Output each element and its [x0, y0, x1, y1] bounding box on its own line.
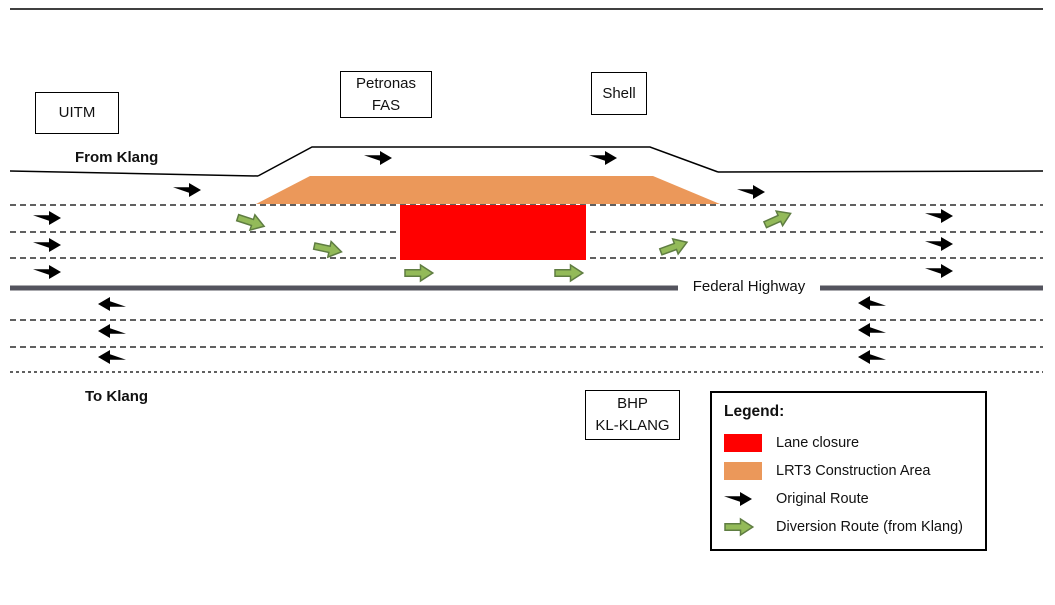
original-route-arrow-icon — [33, 211, 61, 225]
original-route-arrow-icon — [925, 209, 953, 223]
diversion-route-arrow-icon — [761, 205, 795, 233]
lane-closure-swatch — [724, 433, 766, 453]
legend-item-original-route: Original Route — [724, 485, 973, 513]
legend-item-label: Original Route — [776, 491, 869, 507]
black-right-arrow-icon — [724, 491, 766, 507]
road-edge-left — [9, 170, 259, 177]
original-route-arrow-icon — [33, 265, 61, 279]
bypass-road-line — [257, 146, 719, 177]
legend-item-label: Lane closure — [776, 435, 860, 451]
diversion-route-arrow-icon — [657, 234, 691, 261]
petronas-label-line2: FAS — [371, 96, 401, 114]
uitm-box: UITM — [35, 92, 119, 134]
original-route-arrow-icon — [98, 350, 126, 364]
road-edge-right — [717, 170, 1044, 173]
bhp-box: BHP KL-KLANG — [585, 390, 680, 440]
legend-item-construction-area: LRT3 Construction Area — [724, 457, 973, 485]
construction-area-swatch — [724, 461, 766, 481]
petronas-label-line1: Petronas — [355, 74, 417, 92]
green-right-arrow-icon — [724, 517, 766, 538]
original-route-arrow-icon — [98, 297, 126, 311]
shell-label: Shell — [602, 84, 636, 102]
diversion-route-arrow-icon — [311, 237, 344, 261]
uitm-label: UITM — [58, 104, 96, 122]
original-route-arrow-icon — [364, 151, 392, 165]
legend-item-diversion-route: Diversion Route (from Klang) — [724, 513, 973, 541]
legend-title: Legend: — [724, 403, 785, 420]
legend-item-label: Diversion Route (from Klang) — [776, 519, 963, 535]
original-route-arrow-icon — [33, 238, 61, 252]
original-route-arrow-icon — [737, 185, 765, 199]
from-klang-label: From Klang — [75, 149, 159, 166]
original-route-arrow-icon — [925, 264, 953, 278]
legend-item-label: LRT3 Construction Area — [776, 463, 931, 479]
diversion-route-arrow-icon — [554, 264, 584, 282]
original-route-arrow-icon — [858, 350, 886, 364]
lane-closure-area — [400, 205, 586, 260]
original-route-arrow-icon — [173, 183, 201, 197]
federal-highway-label: Federal Highway — [678, 276, 820, 298]
diversion-route-arrow-icon — [404, 264, 434, 282]
petronas-box: Petronas FAS — [340, 71, 432, 118]
legend-item-lane-closure: Lane closure — [724, 429, 973, 457]
original-route-arrow-icon — [589, 151, 617, 165]
lrt3-construction-area — [256, 176, 720, 204]
original-route-arrow-icon — [98, 324, 126, 338]
shell-box: Shell — [591, 72, 647, 115]
bhp-label-line2: KL-KLANG — [595, 417, 670, 434]
to-klang-label: To Klang — [85, 388, 149, 405]
diversion-route-arrow-icon — [234, 209, 268, 235]
bhp-label-line1: BHP — [617, 395, 648, 413]
original-route-arrow-icon — [925, 237, 953, 251]
original-route-arrow-icon — [858, 323, 886, 337]
original-route-arrow-icon — [858, 296, 886, 310]
legend-box: Legend: Lane closure LRT3 Construction A… — [710, 391, 987, 551]
